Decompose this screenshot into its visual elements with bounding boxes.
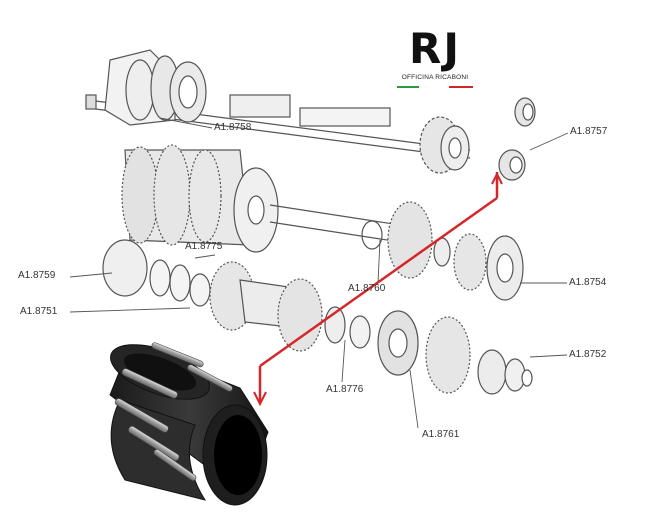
part-label-a18776: A1.8776 bbox=[326, 384, 364, 395]
logo-stripe bbox=[397, 86, 473, 89]
small-bearings bbox=[498, 97, 536, 181]
part-label-a18761: A1.8761 bbox=[422, 429, 460, 440]
part-label-a18751: A1.8751 bbox=[20, 306, 58, 317]
lower-gear-cluster bbox=[102, 239, 533, 395]
logo-mark: RJ bbox=[409, 24, 461, 73]
brand-logo: RJ OFFICINA RICABONI bbox=[392, 26, 478, 96]
logo-stripe-green bbox=[397, 86, 419, 88]
part-label-a18757: A1.8757 bbox=[570, 126, 608, 137]
main-shaft bbox=[85, 49, 471, 174]
logo-company-name: OFFICINA RICABONI bbox=[401, 74, 469, 81]
part-label-a18775: A1.8775 bbox=[185, 241, 223, 252]
bearing-needles bbox=[114, 342, 233, 481]
logo-stripe-red bbox=[449, 86, 473, 88]
layshaft-gear-cluster bbox=[121, 144, 524, 301]
part-label-a18752: A1.8752 bbox=[569, 349, 607, 360]
leader-lines bbox=[69, 117, 569, 429]
needle-roller-bearing-icon bbox=[109, 342, 269, 506]
part-label-a18760: A1.8760 bbox=[348, 283, 386, 294]
highlight-arrow bbox=[253, 171, 503, 407]
part-label-a18759: A1.8759 bbox=[18, 270, 56, 281]
part-label-a18758: A1.8758 bbox=[214, 122, 252, 133]
part-label-a18754: A1.8754 bbox=[569, 277, 607, 288]
